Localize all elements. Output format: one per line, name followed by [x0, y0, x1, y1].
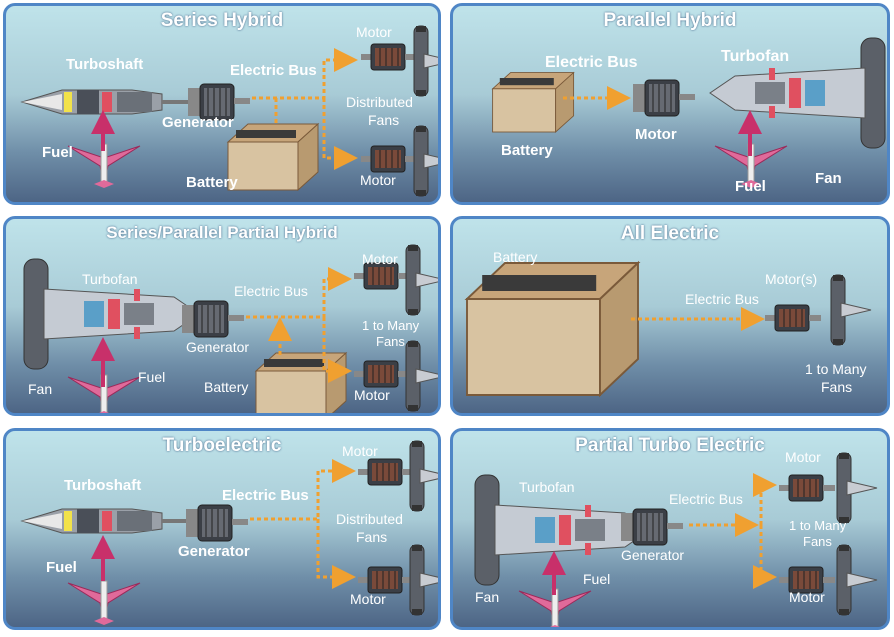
panel-all-electric: All Electric Battery Electric Bus Motor(… — [450, 216, 890, 416]
fans-label: Fans — [376, 334, 405, 349]
distributed-label: Distributed — [346, 94, 413, 110]
motor-bottom-label: Motor — [354, 387, 390, 403]
motor-bottom-label: Motor — [360, 172, 396, 188]
all-electric-diagram — [466, 262, 872, 396]
motor-label: Motor — [635, 126, 677, 143]
series-parallel-diagram — [23, 244, 438, 413]
turboshaft-label: Turboshaft — [66, 56, 144, 73]
turboelectric-diagram — [21, 440, 438, 626]
motor-top-label: Motor — [356, 24, 392, 40]
fans-label: Fans — [803, 534, 832, 549]
panel-series-parallel: Series/Parallel Partial Hybrid Turbofan … — [3, 216, 441, 416]
panel-title: Partial Turbo Electric — [575, 435, 765, 456]
panel-parallel-hybrid: Parallel Hybrid Electric Bus Turbofan Ba… — [450, 3, 890, 205]
partial-turbo-electric-diagram — [474, 452, 878, 627]
series-hybrid-diagram — [21, 25, 438, 197]
one-to-many-label: 1 to Many — [362, 318, 420, 333]
motors-label: Motor(s) — [765, 271, 818, 287]
battery-label: Battery — [186, 174, 238, 191]
generator-label: Generator — [621, 547, 685, 563]
parallel-hybrid-diagram — [492, 37, 886, 189]
fan-label: Fan — [815, 170, 842, 187]
generator-label: Generator — [162, 114, 234, 131]
fans-label: Fans — [368, 112, 400, 128]
panel-title: All Electric — [620, 223, 720, 244]
panel-title: Series/Parallel Partial Hybrid — [106, 223, 338, 242]
battery-label: Battery — [501, 142, 553, 159]
turbofan-label: Turbofan — [82, 271, 138, 287]
fuel-label: Fuel — [138, 369, 166, 385]
fan-label: Fan — [475, 589, 500, 605]
motor-top-label: Motor — [362, 251, 398, 267]
one-to-many-label: 1 to Many — [789, 518, 847, 533]
fuel-label: Fuel — [583, 571, 611, 587]
battery-label: Battery — [493, 249, 538, 265]
electric-bus-label: Electric Bus — [230, 62, 317, 79]
fuel-label: Fuel — [42, 144, 73, 161]
one-to-many-label: 1 to Many — [805, 361, 867, 377]
electric-bus-label: Electric Bus — [234, 283, 308, 299]
turboshaft-label: Turboshaft — [64, 477, 142, 494]
fan-label: Fan — [28, 381, 53, 397]
turbofan-label: Turbofan — [721, 48, 790, 65]
panel-title: Turboelectric — [162, 435, 282, 456]
generator-label: Generator — [178, 543, 250, 560]
electric-bus-label: Electric Bus — [669, 491, 743, 507]
panel-partial-turbo-electric: Partial Turbo Electric Turbofan Electric… — [450, 428, 890, 630]
fans-label: Fans — [356, 529, 388, 545]
motor-bottom-label: Motor — [789, 589, 825, 605]
fuel-label: Fuel — [46, 559, 77, 576]
panel-series-hybrid: Series Hybrid Turboshaft Generator Elect… — [3, 3, 441, 205]
battery-label: Battery — [204, 379, 249, 395]
panel-title: Parallel Hybrid — [603, 10, 737, 31]
electric-bus-label: Electric Bus — [685, 291, 759, 307]
electric-bus-label: Electric Bus — [222, 487, 309, 504]
distributed-label: Distributed — [336, 511, 403, 527]
generator-label: Generator — [186, 339, 250, 355]
turbofan-label: Turbofan — [519, 479, 575, 495]
motor-top-label: Motor — [785, 449, 821, 465]
motor-bottom-label: Motor — [350, 591, 386, 607]
panel-turboelectric: Turboelectric Turboshaft Electric Bus Mo… — [3, 428, 441, 630]
fans-label: Fans — [821, 379, 853, 395]
fuel-label: Fuel — [735, 178, 766, 195]
panel-title: Series Hybrid — [160, 10, 284, 31]
electric-bus-label: Electric Bus — [545, 54, 638, 71]
motor-top-label: Motor — [342, 443, 378, 459]
